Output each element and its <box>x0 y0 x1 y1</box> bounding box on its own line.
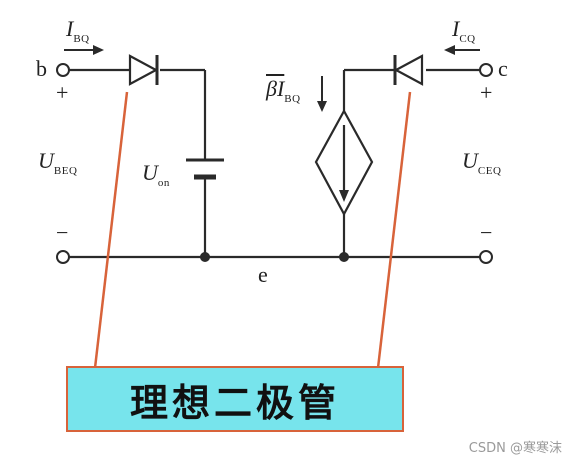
controlled-current-source <box>314 108 374 217</box>
output-diode <box>393 54 424 86</box>
terminal-c <box>479 63 493 77</box>
label-u-on: Uon <box>142 160 170 189</box>
label-i-bq: IBQ <box>66 16 90 45</box>
junction-dot-right <box>339 252 349 262</box>
plus-right: + <box>480 80 493 105</box>
input-diode <box>128 54 159 86</box>
minus-left: − <box>56 220 69 245</box>
plus-left: + <box>56 80 69 105</box>
terminal-e-left <box>56 250 70 264</box>
pointer-left <box>93 91 129 369</box>
label-beta-i-bq: βIBQ <box>266 76 301 105</box>
callout-text: 理想二极管 <box>129 380 340 425</box>
watermark: CSDN @寒寒沫 <box>468 441 562 456</box>
pointer-right <box>376 91 412 369</box>
label-u-ceq: UCEQ <box>462 148 502 177</box>
label-node-b: b <box>36 56 47 81</box>
junction-dot-left <box>200 252 210 262</box>
terminal-e-right <box>479 250 493 264</box>
terminal-b <box>56 63 70 77</box>
label-node-c: c <box>498 56 508 81</box>
minus-right: − <box>480 220 493 245</box>
label-node-e: e <box>258 262 268 287</box>
label-i-cq: ICQ <box>452 16 476 45</box>
ideal-diode-callout: 理想二极管 <box>66 366 404 432</box>
label-u-beq: UBEQ <box>38 148 78 177</box>
